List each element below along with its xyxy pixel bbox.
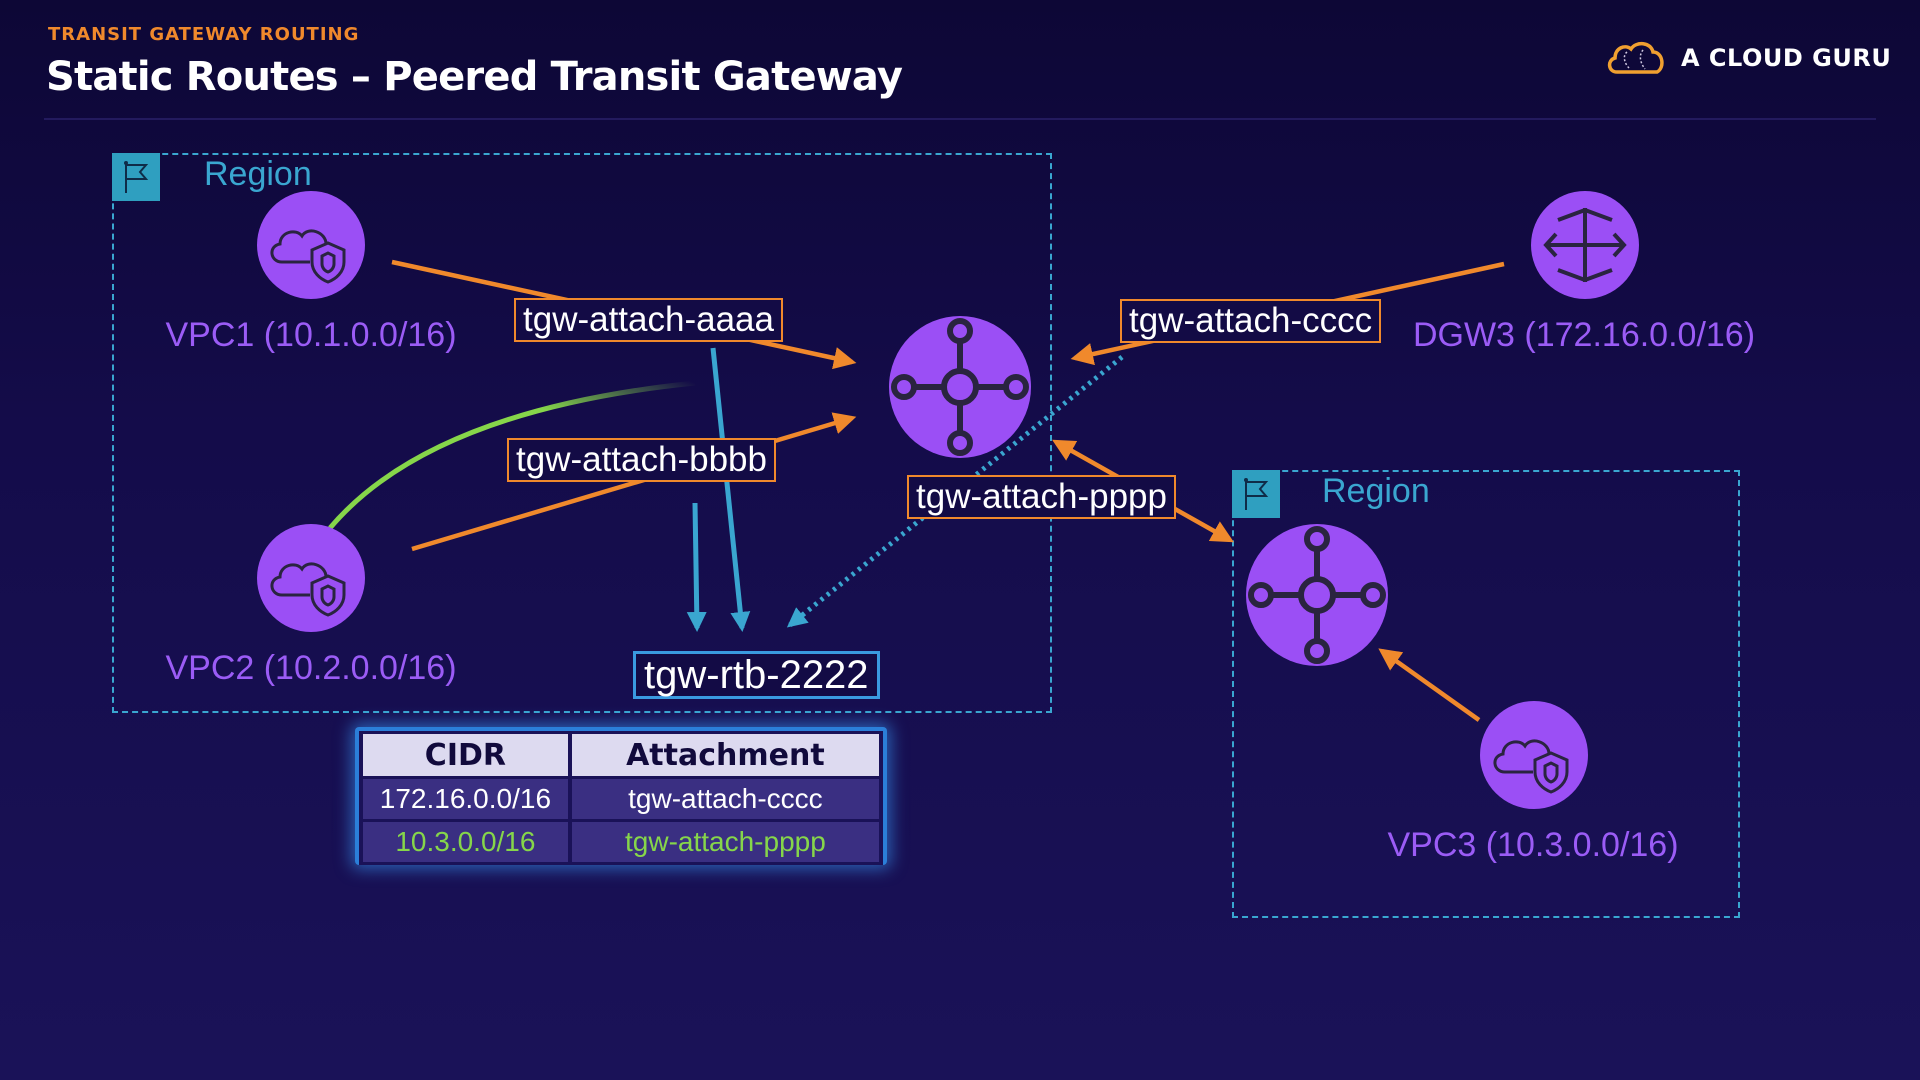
table-header-row: CIDR Attachment — [363, 734, 879, 776]
vpc-cloud-shield-icon — [270, 229, 346, 284]
tgw1-node[interactable] — [889, 316, 1031, 458]
link-vpc2-tgw1 — [411, 412, 857, 552]
dgw3-label: DGW3 (172.16.0.0/16) — [1412, 316, 1756, 354]
region-2: Region — [1232, 470, 1740, 918]
attachment-cccc[interactable]: tgw-attach-cccc — [1120, 299, 1382, 343]
slide-eyebrow: TRANSIT GATEWAY ROUTING — [48, 24, 360, 45]
table-row[interactable]: 172.16.0.0/16 tgw-attach-cccc — [363, 779, 879, 819]
vpc3-node[interactable] — [1480, 701, 1588, 809]
vpc1-label: VPC1 (10.1.0.0/16) — [165, 316, 457, 354]
tgw2-node[interactable] — [1246, 524, 1388, 666]
route-arc-green — [328, 380, 696, 530]
transit-gateway-icon — [1248, 526, 1386, 664]
transit-gateway-icon — [891, 318, 1029, 456]
column-header-attachment: Attachment — [571, 734, 879, 776]
slide-title: Static Routes – Peered Transit Gateway — [46, 54, 903, 100]
vpc3-label: VPC3 (10.3.0.0/16) — [1387, 826, 1679, 864]
region-label: Region — [1322, 472, 1430, 510]
attachment-bbbb[interactable]: tgw-attach-bbbb — [507, 438, 776, 482]
cidr-cell: 172.16.0.0/16 — [363, 779, 568, 819]
vpc2-node[interactable] — [257, 524, 365, 632]
link-vpc3-tgw2 — [1378, 648, 1481, 722]
assoc-arrow-2 — [710, 347, 751, 632]
attachment-aaaa[interactable]: tgw-attach-aaaa — [514, 298, 783, 342]
flag-icon — [112, 153, 160, 201]
region-1: Region — [112, 153, 1052, 713]
attachment-cell: tgw-attach-pppp — [571, 822, 879, 862]
brand-logo: A CLOUD GURU — [1605, 38, 1891, 78]
assoc-arrow-1 — [686, 502, 707, 632]
vpc-cloud-shield-icon — [1493, 739, 1569, 794]
dgw3-node[interactable] — [1531, 191, 1639, 299]
attachment-cell: tgw-attach-cccc — [571, 779, 879, 819]
direct-connect-gateway-icon — [1543, 207, 1627, 283]
vpc-cloud-shield-icon — [270, 562, 346, 617]
route-table: CIDR Attachment 172.16.0.0/16 tgw-attach… — [355, 727, 887, 865]
logo-text: A CLOUD GURU — [1681, 44, 1892, 72]
vpc1-node[interactable] — [257, 191, 365, 299]
route-table-label[interactable]: tgw-rtb-2222 — [633, 651, 880, 699]
table-row[interactable]: 10.3.0.0/16 tgw-attach-pppp — [363, 822, 879, 862]
column-header-cidr: CIDR — [363, 734, 568, 776]
flag-icon — [1232, 470, 1280, 518]
header-divider — [44, 118, 1876, 120]
vpc2-label: VPC2 (10.2.0.0/16) — [165, 649, 457, 687]
attachment-pppp[interactable]: tgw-attach-pppp — [907, 475, 1176, 519]
cidr-cell: 10.3.0.0/16 — [363, 822, 568, 862]
region-label: Region — [204, 155, 312, 193]
cloud-guru-logo-icon — [1607, 42, 1664, 74]
